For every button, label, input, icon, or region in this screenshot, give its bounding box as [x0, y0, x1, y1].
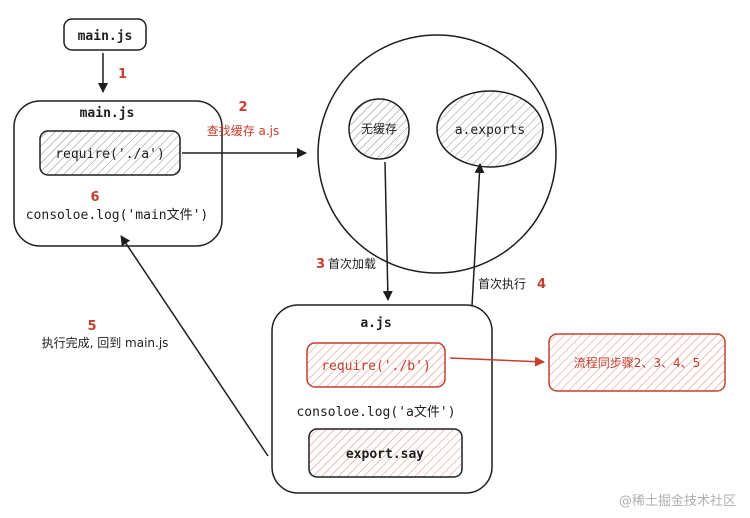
cache-none-node	[348, 98, 410, 160]
step-4-text: 首次执行	[478, 277, 526, 291]
a-module-box: a.js require('./b') consoloe.log('a文件') …	[271, 304, 493, 494]
cache-exports-label: a.exports	[455, 123, 525, 138]
cache-exports-node	[436, 90, 544, 168]
step-3-number: 3	[316, 257, 325, 272]
a-export-box	[308, 428, 463, 478]
arrow-to-b-module	[449, 356, 545, 367]
a-module-title: a.js	[360, 316, 391, 331]
step-2-number: 2	[238, 100, 247, 115]
cache-none-label: 无缓存	[361, 122, 397, 136]
step-1-number: 1	[118, 67, 127, 82]
entry-label: main.js	[78, 29, 133, 44]
step-6-number: 6	[90, 190, 99, 205]
a-export-label: export.say	[346, 447, 424, 462]
step-5-text: 执行完成, 回到 main.js	[42, 335, 169, 350]
entry-node: main.js	[63, 18, 147, 51]
main-module-title: main.js	[80, 106, 135, 121]
arrow-step-3	[382, 161, 393, 301]
main-module-box: main.js require('./a') 6 consoloe.log('m…	[13, 100, 223, 247]
a-require-box	[306, 342, 446, 388]
main-require-label: require('./a')	[55, 147, 165, 162]
step-3-text: 首次加载	[328, 257, 376, 271]
a-require-label: require('./b')	[321, 359, 431, 374]
step-4-number: 4	[537, 277, 546, 292]
arrow-step-5	[120, 235, 269, 457]
b-module-steps-box: 流程同步骤2、3、4、5	[548, 333, 726, 392]
step-2-text: 查找缓存 a.js	[207, 124, 280, 138]
main-log-label: consoloe.log('main文件')	[26, 208, 209, 223]
watermark: @稀土掘金技术社区	[619, 493, 736, 509]
a-log-label: consoloe.log('a文件')	[296, 405, 455, 420]
step-5-number: 5	[87, 319, 96, 334]
b-module-steps-label: 流程同步骤2、3、4、5	[574, 355, 701, 370]
module-cache-circle: 无缓存 a.exports	[317, 34, 557, 274]
main-require-box	[39, 130, 181, 176]
